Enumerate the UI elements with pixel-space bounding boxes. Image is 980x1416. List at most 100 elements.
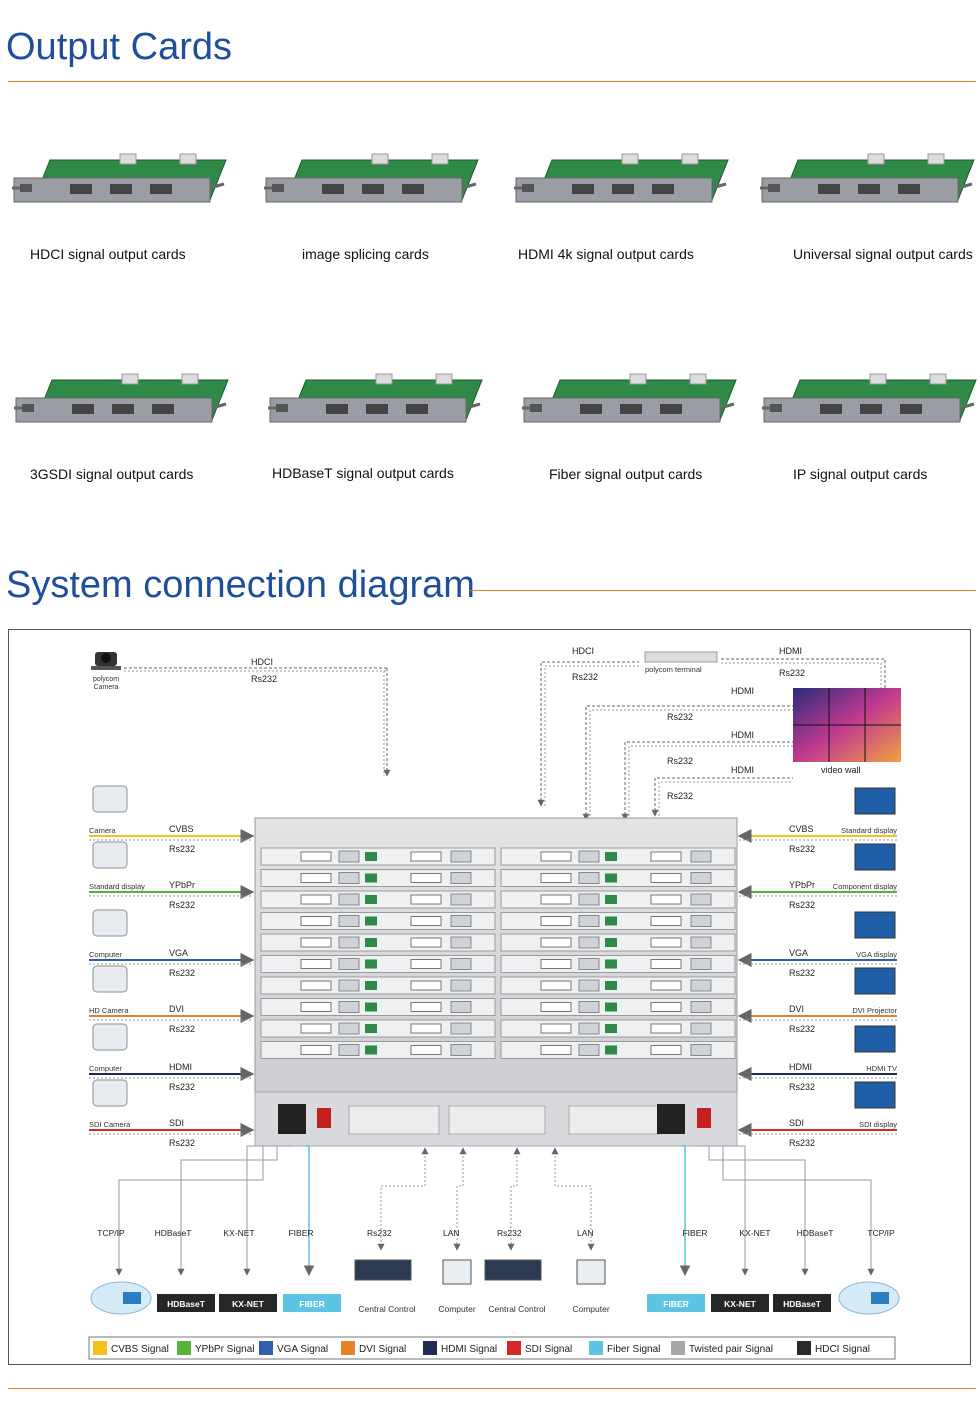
legend-label: CVBS Signal bbox=[111, 1344, 169, 1355]
source-device-icon bbox=[92, 909, 128, 937]
rs232-label: Rs232 bbox=[789, 1082, 815, 1092]
legend-item: HDCI Signal bbox=[797, 1341, 870, 1355]
hdmi-line-2 bbox=[582, 705, 793, 821]
card-slot bbox=[260, 869, 496, 887]
hdmi-line-4 bbox=[651, 777, 793, 817]
source-device-label: Camera bbox=[89, 826, 117, 835]
bottom-right-label: HDBaseT bbox=[797, 1228, 834, 1238]
source-device-icon bbox=[92, 1023, 128, 1051]
source-device-label: SDI Camera bbox=[89, 1120, 131, 1129]
bottom-right-box-label: FIBER bbox=[663, 1299, 689, 1309]
signal-label: DVI bbox=[789, 1004, 804, 1014]
video-wall-icon bbox=[793, 688, 901, 762]
polycom-terminal-icon bbox=[644, 651, 718, 663]
legend-item: SDI Signal bbox=[507, 1341, 572, 1355]
bottom-mid-label: LAN bbox=[577, 1228, 594, 1238]
left-input-row: Camera CVBS Rs232 bbox=[89, 785, 255, 854]
card-slot bbox=[500, 912, 736, 930]
top-right-hdmi-3: HDMI bbox=[731, 730, 754, 740]
card-label: Universal signal output cards bbox=[793, 246, 973, 262]
rs232-label: Rs232 bbox=[789, 968, 815, 978]
card-slot bbox=[260, 912, 496, 930]
legend-swatch bbox=[797, 1341, 811, 1355]
card-slot bbox=[500, 1041, 736, 1059]
legend-label: DVI Signal bbox=[359, 1344, 406, 1355]
bottom-left-line bbox=[177, 1146, 278, 1276]
legend-label: HDCI Signal bbox=[815, 1344, 870, 1355]
bottom-left-box-label: HDBaseT bbox=[167, 1299, 206, 1309]
card-slot bbox=[260, 955, 496, 973]
legend-item: Fiber Signal bbox=[589, 1341, 660, 1355]
diagram-svg: polycom Camera HDCI Rs232 polycom termin… bbox=[88, 646, 901, 1360]
card-slot bbox=[500, 890, 736, 909]
display-device-icon bbox=[854, 967, 896, 995]
rs232-label: Rs232 bbox=[169, 1138, 195, 1148]
display-device-label: Standard display bbox=[841, 826, 897, 835]
output-card-image bbox=[520, 360, 740, 450]
card-slot bbox=[260, 847, 496, 866]
terminal-label: polycom terminal bbox=[645, 665, 702, 674]
card-slot bbox=[260, 976, 496, 995]
rs232-out-line bbox=[544, 665, 639, 806]
video-wall-label: video wall bbox=[821, 765, 861, 775]
rs232-label: Rs232 bbox=[169, 1082, 195, 1092]
source-device-label: Computer bbox=[89, 950, 122, 959]
display-device-label: Component display bbox=[833, 882, 897, 891]
bottom-mid-device-label: Central Control bbox=[358, 1304, 415, 1314]
rs-line-3 bbox=[628, 745, 793, 820]
card-label: HDBaseT signal output cards bbox=[272, 465, 454, 481]
rs232-label: Rs232 bbox=[169, 900, 195, 910]
polycom-camera-icon bbox=[91, 652, 121, 670]
legend-swatch bbox=[671, 1341, 685, 1355]
top-right-hdmi-2: HDMI bbox=[731, 686, 754, 696]
signal-label: VGA bbox=[169, 948, 188, 958]
polycom-label-2: Camera bbox=[94, 684, 119, 691]
card-label: 3GSDI signal output cards bbox=[30, 466, 194, 482]
source-device-label: HD Camera bbox=[89, 1006, 129, 1015]
output-card-image bbox=[12, 360, 232, 450]
top-left-signal-1: HDCI bbox=[251, 657, 273, 667]
card-slot bbox=[260, 1041, 496, 1059]
card-slot bbox=[260, 998, 496, 1016]
top-left-signal-2: Rs232 bbox=[251, 674, 277, 684]
bottom-left-line bbox=[303, 1145, 315, 1277]
bottom-right-line bbox=[679, 1145, 691, 1277]
legend-item: Twisted pair Signal bbox=[671, 1341, 773, 1355]
card-label: image splicing cards bbox=[302, 246, 429, 262]
signal-label: CVBS bbox=[169, 824, 194, 834]
legend-box bbox=[88, 1336, 896, 1360]
bottom-left-label: TCP/IP bbox=[97, 1228, 125, 1238]
bottom-right-box bbox=[773, 1294, 831, 1312]
bottom-left-box bbox=[157, 1294, 215, 1312]
rs232-label: Rs232 bbox=[789, 1024, 815, 1034]
card-slot bbox=[500, 976, 736, 995]
card-slot bbox=[500, 998, 736, 1016]
system-diagram-title: System connection diagram bbox=[6, 564, 475, 606]
rs232-label: Rs232 bbox=[169, 844, 195, 854]
bottom-left-box-label: FIBER bbox=[299, 1299, 325, 1309]
display-device-label: DVI Projector bbox=[852, 1006, 897, 1015]
bottom-left-line bbox=[243, 1145, 291, 1276]
legend-item: DVI Signal bbox=[341, 1341, 406, 1355]
top-right-rs-2: Rs232 bbox=[667, 712, 693, 722]
source-device-icon bbox=[92, 841, 128, 869]
bottom-mid-device-label: Computer bbox=[438, 1304, 475, 1314]
bottom-right-line bbox=[722, 1146, 875, 1276]
bottom-left-label: FIBER bbox=[288, 1228, 313, 1238]
output-card-image bbox=[760, 360, 980, 450]
display-device-label: HDMI TV bbox=[866, 1064, 897, 1073]
legend-item: HDMI Signal bbox=[423, 1341, 497, 1355]
bottom-mid-device-label: Central Control bbox=[488, 1304, 545, 1314]
card-label: HDMI 4k signal output cards bbox=[518, 246, 694, 262]
bottom-right-label: KX-NET bbox=[739, 1228, 770, 1238]
top-right-rs-1: Rs232 bbox=[779, 668, 805, 678]
signal-label: HDMI bbox=[169, 1062, 192, 1072]
output-cards-title: Output Cards bbox=[6, 26, 232, 68]
